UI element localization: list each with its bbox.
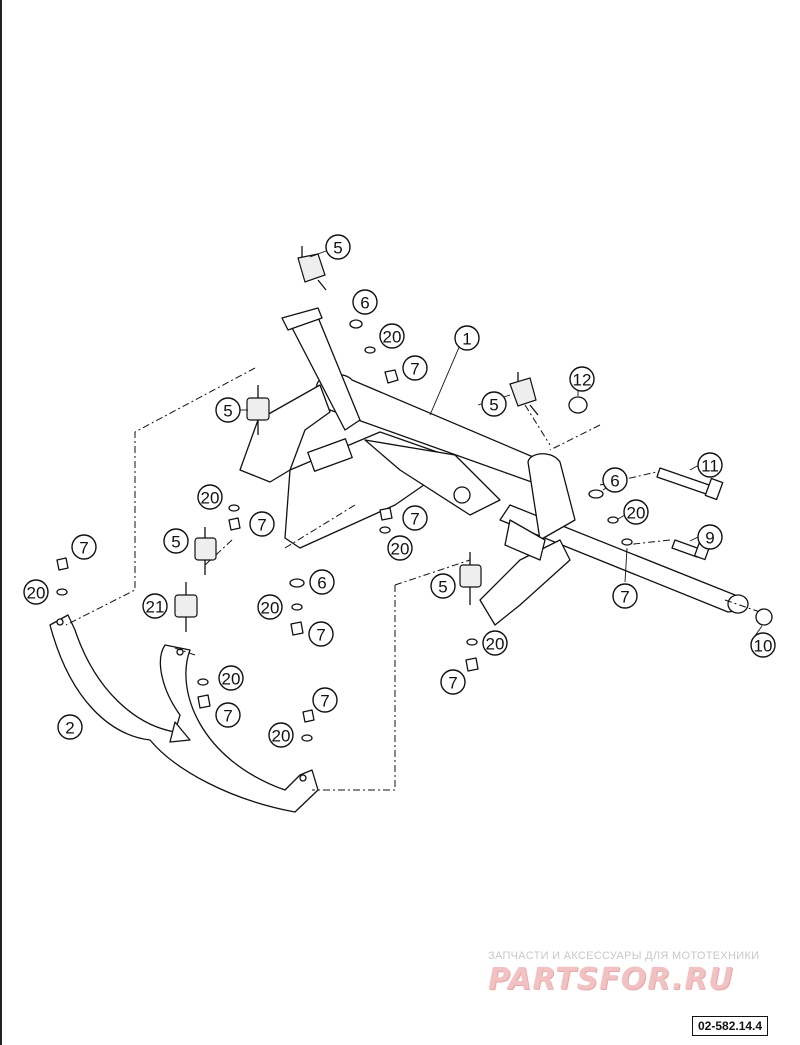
callout-2-plate: 2: [57, 714, 83, 740]
svg-text:5: 5: [438, 578, 447, 597]
page-border-line: [0, 0, 2, 1045]
svg-text:1: 1: [462, 330, 471, 349]
svg-text:5: 5: [223, 402, 232, 421]
callout-6-center: 6: [309, 569, 335, 595]
callout-5-front: 5: [430, 573, 456, 599]
callout-9: 9: [697, 524, 723, 550]
svg-text:20: 20: [272, 727, 291, 746]
rubber-mount-21: [174, 582, 198, 632]
svg-text:7: 7: [223, 707, 232, 726]
callout-20-center: 20: [387, 535, 413, 561]
frame-boss: [453, 486, 471, 504]
svg-text:7: 7: [257, 516, 266, 535]
engine-plate-outline: [49, 614, 319, 813]
svg-text:20: 20: [391, 540, 410, 559]
callout-5-mid-right: 5: [481, 391, 507, 417]
watermark-caption: ЗАПЧАСТИ И АКСЕССУАРЫ ДЛЯ МОТОТЕХНИКИ: [488, 950, 760, 962]
svg-text:20: 20: [627, 504, 646, 523]
callout-7-center-low: 7: [308, 621, 334, 647]
bolt-11: [656, 467, 724, 501]
frame-front-block: [504, 519, 546, 561]
callout-7-far-left: 7: [71, 534, 97, 560]
plate-hole: [56, 618, 64, 626]
rubber-mount-mid-right: [509, 372, 539, 416]
svg-text:11: 11: [701, 457, 719, 476]
callout-7-plate: 7: [215, 702, 241, 728]
plate-hole: [299, 774, 307, 782]
rubber-mount-left: [246, 385, 270, 435]
callout-5-left: 5: [215, 397, 241, 423]
callout-21: 21: [142, 593, 168, 619]
callout-7-right-low: 7: [612, 583, 638, 609]
engine-mount-plate: [49, 614, 319, 813]
rubber-mount-center-left: [194, 527, 217, 575]
svg-text:6: 6: [317, 574, 326, 593]
svg-text:5: 5: [489, 396, 498, 415]
svg-text:6: 6: [360, 294, 369, 313]
svg-text:7: 7: [448, 674, 457, 693]
alignment-lines: [65, 367, 761, 791]
svg-text:20: 20: [201, 489, 220, 508]
callout-20-plate: 20: [218, 665, 244, 691]
svg-text:10: 10: [754, 637, 773, 656]
callout-20-plate-low: 20: [268, 722, 294, 748]
svg-text:20: 20: [261, 599, 280, 618]
frame-front-right-plate: [479, 539, 571, 626]
callout-6-right: 6: [602, 467, 628, 493]
callout-20-top: 20: [379, 323, 405, 349]
svg-text:20: 20: [222, 670, 241, 689]
svg-text:20: 20: [383, 328, 402, 347]
callout-20-right: 20: [623, 499, 649, 525]
callout-7-top: 7: [402, 355, 428, 381]
callout-11: 11: [697, 452, 723, 478]
svg-text:20: 20: [27, 584, 46, 603]
svg-text:7: 7: [410, 360, 419, 379]
svg-text:7: 7: [316, 626, 325, 645]
frame-slot: [307, 438, 353, 472]
svg-text:20: 20: [486, 635, 505, 654]
tube-end-cap: [727, 594, 749, 614]
fasteners: [56, 319, 633, 742]
callout-20-left: 20: [197, 484, 223, 510]
frame-front-bracket: [527, 453, 576, 541]
svg-text:7: 7: [79, 539, 88, 558]
svg-text:2: 2: [65, 719, 74, 738]
callout-7-center: 7: [402, 505, 428, 531]
callout-5-center-left: 5: [163, 528, 189, 554]
svg-text:7: 7: [620, 588, 629, 607]
watermark-logo: PARTSFOR.RU: [488, 962, 734, 997]
rubber-mount-top: [297, 246, 327, 291]
main-frame: [239, 307, 749, 626]
svg-text:7: 7: [320, 692, 329, 711]
svg-text:12: 12: [573, 371, 592, 390]
callout-7-plate-low: 7: [312, 687, 338, 713]
svg-text:6: 6: [610, 472, 619, 491]
frame-rear-tab: [281, 307, 323, 331]
svg-text:9: 9: [705, 529, 714, 548]
plate-cutout: [169, 721, 191, 743]
callout-7-left: 7: [249, 511, 275, 537]
nut-12: [568, 396, 588, 414]
svg-text:7: 7: [410, 510, 419, 529]
svg-text:21: 21: [146, 598, 165, 617]
callout-12: 12: [569, 366, 595, 392]
plate-hole: [176, 648, 184, 656]
callout-7-front: 7: [440, 669, 466, 695]
callout-20-front: 20: [482, 630, 508, 656]
rubber-mount-front: [459, 552, 482, 605]
callout-1-frame: 1: [454, 325, 480, 351]
svg-text:5: 5: [333, 239, 342, 258]
callout-20-center-low: 20: [257, 594, 283, 620]
svg-text:5: 5: [171, 533, 180, 552]
callout-10: 10: [750, 632, 776, 658]
callout-6-top: 6: [352, 289, 378, 315]
document-reference: 02-582.14.4: [692, 1016, 769, 1036]
callout-20-far-left: 20: [23, 579, 49, 605]
callout-5-top-mount: 5: [325, 234, 351, 260]
cap-10: [755, 608, 773, 626]
